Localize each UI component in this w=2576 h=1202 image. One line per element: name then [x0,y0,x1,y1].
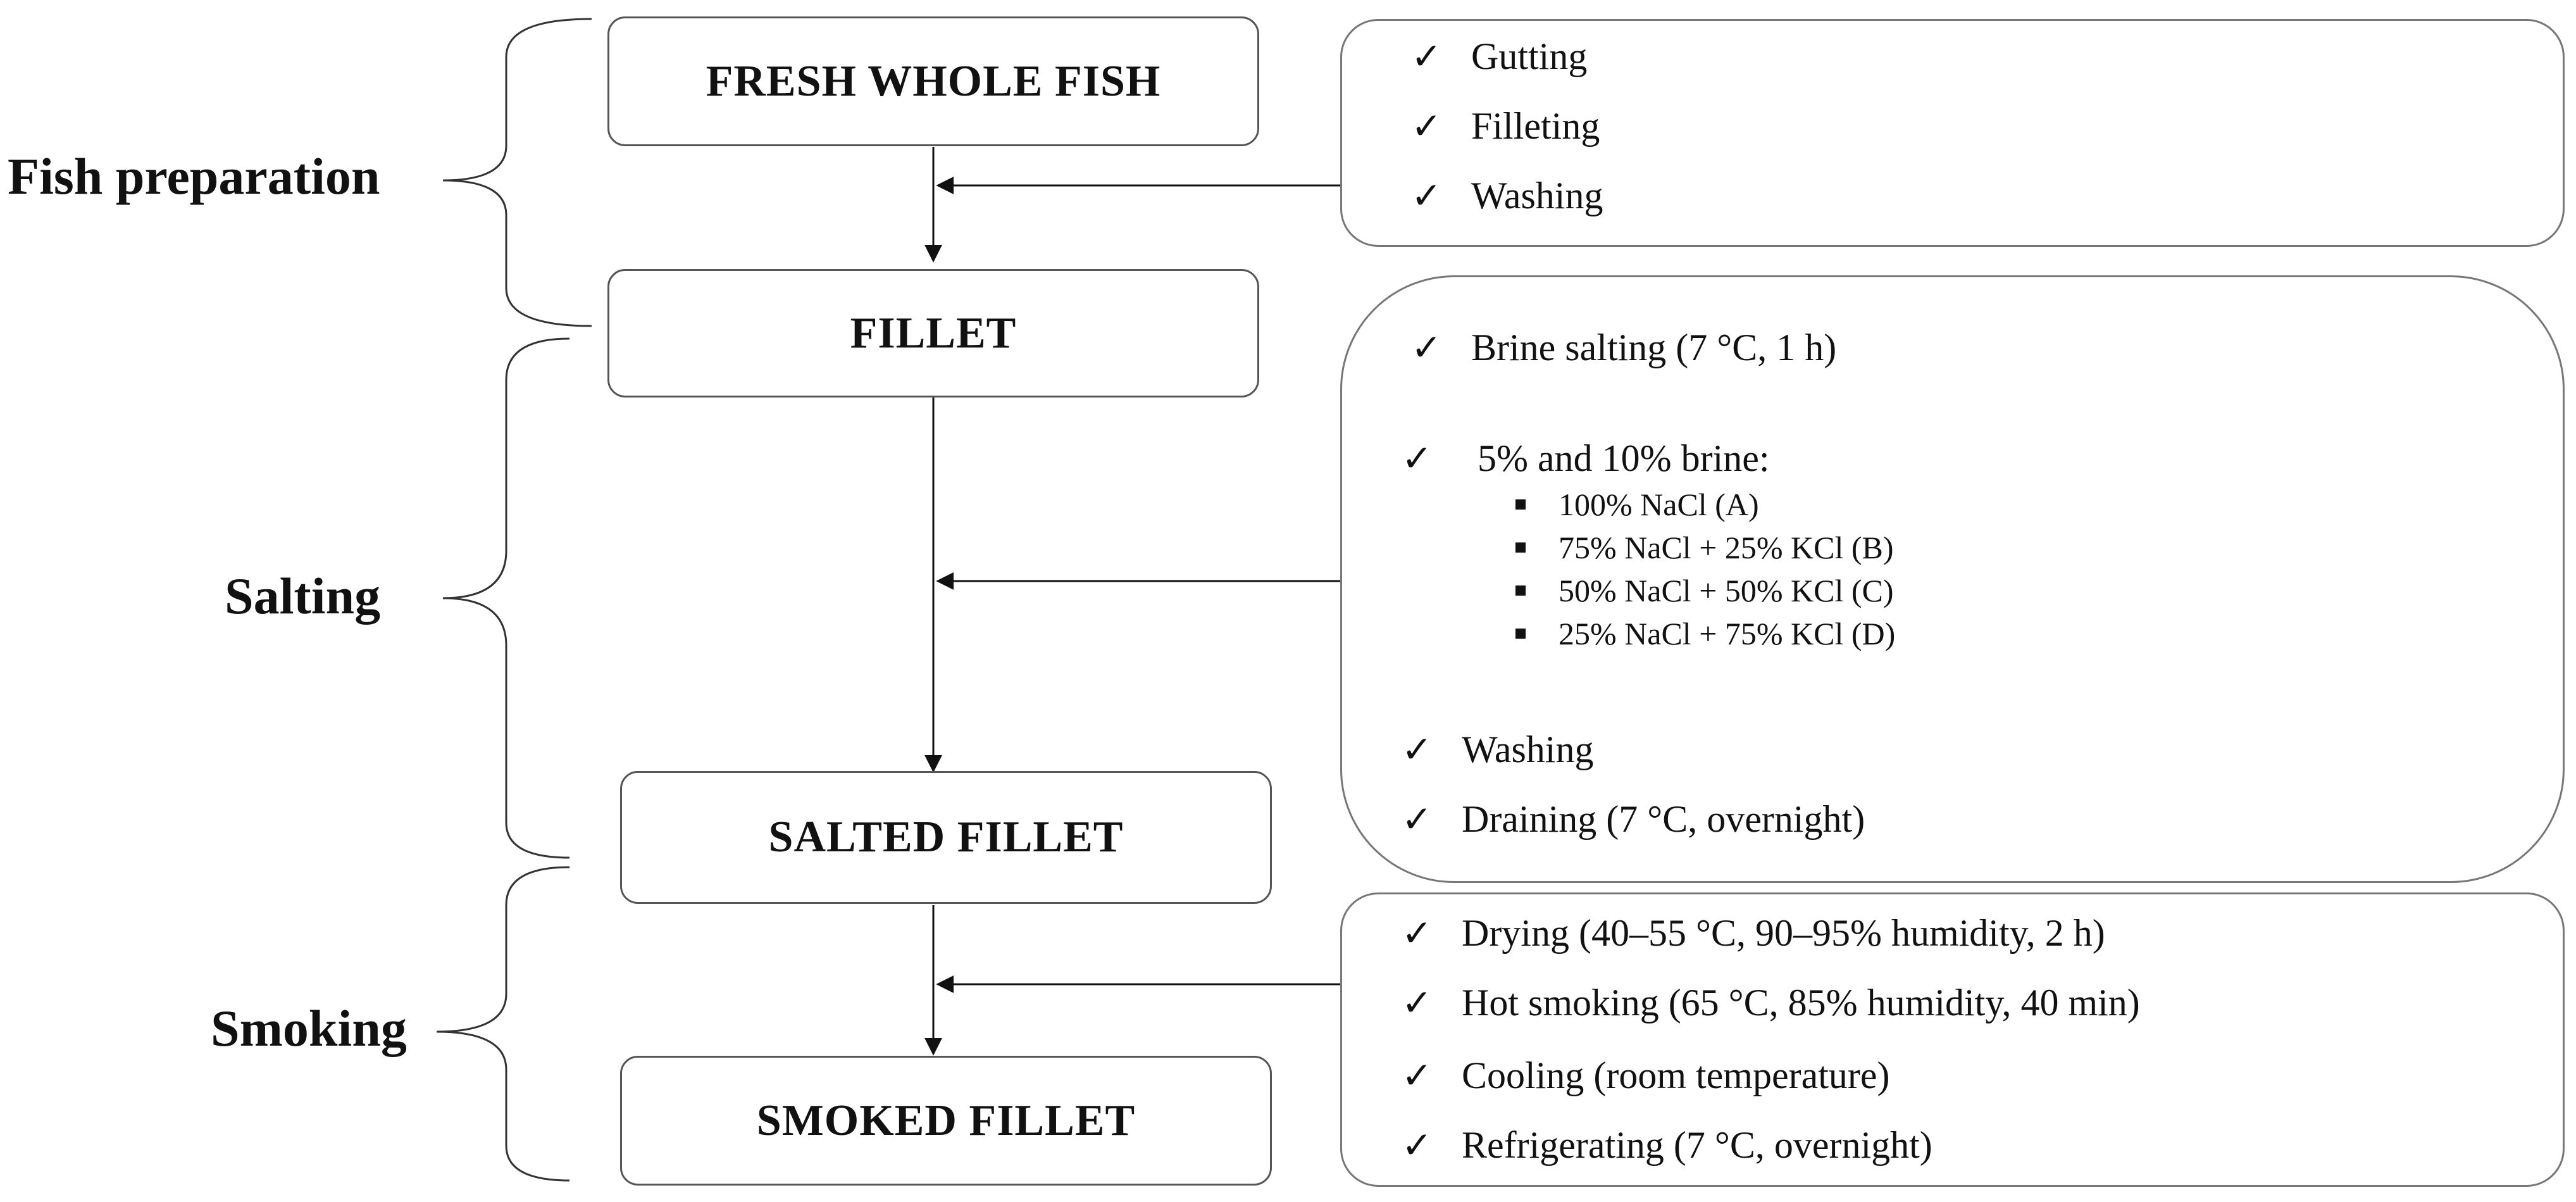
check-icon: ✓ [1411,106,1442,147]
bullet-square-icon [1515,629,1526,639]
check-icon: ✓ [1402,799,1433,840]
bullet-square-icon [1515,499,1526,510]
step-drying: ✓Drying (40–55 °C, 90–95% humidity, 2 h) [1402,912,2105,954]
box-fresh-whole-fish: FRESH WHOLE FISH [607,16,1259,146]
check-icon: ✓ [1402,913,1433,954]
box-salted-fillet: SALTED FILLET [620,771,1272,904]
step-salting-washing: ✓Washing [1402,729,1594,770]
step-brine-concentration: ✓5% and 10% brine: [1402,437,1770,479]
brine-option-a: 100% NaCl (A) [1515,486,1759,523]
brine-option-b: 75% NaCl + 25% KCl (B) [1515,529,1894,566]
box-fillet: FILLET [607,269,1259,398]
brace-salting [442,337,570,859]
step-filleting: ✓Filleting [1411,105,1600,147]
box-smoked-fillet: SMOKED FILLET [620,1056,1272,1186]
brace-preparation [442,18,592,327]
phase-label-salting: Salting [225,567,381,625]
bullet-square-icon [1515,542,1526,553]
brine-option-d: 25% NaCl + 75% KCl (D) [1515,615,1895,652]
check-icon: ✓ [1411,175,1442,216]
step-brine-salting: ✓Brine salting (7 °C, 1 h) [1411,327,1837,368]
check-icon: ✓ [1402,1125,1433,1166]
check-icon: ✓ [1402,1055,1433,1096]
check-icon: ✓ [1402,729,1433,770]
panel-salting-steps [1340,275,2565,883]
panel-preparation-steps [1340,19,2565,247]
phase-label-fish-preparation: Fish preparation [8,147,380,205]
step-hot-smoking: ✓Hot smoking (65 °C, 85% humidity, 40 mi… [1402,982,2140,1024]
step-draining: ✓Draining (7 °C, overnight) [1402,798,1865,840]
panel-smoking-steps [1340,892,2565,1187]
check-icon: ✓ [1402,438,1433,479]
brace-smoking [436,866,570,1182]
brine-option-c: 50% NaCl + 50% KCl (C) [1515,572,1894,609]
check-icon: ✓ [1411,36,1442,77]
step-gutting: ✓Gutting [1411,35,1588,77]
step-washing: ✓Washing [1411,175,1603,216]
step-cooling: ✓Cooling (room temperature) [1402,1055,1890,1096]
check-icon: ✓ [1411,327,1442,368]
phase-label-smoking: Smoking [211,999,407,1057]
step-refrigerating: ✓Refrigerating (7 °C, overnight) [1402,1124,1932,1166]
check-icon: ✓ [1402,982,1433,1024]
bullet-square-icon [1515,585,1526,596]
